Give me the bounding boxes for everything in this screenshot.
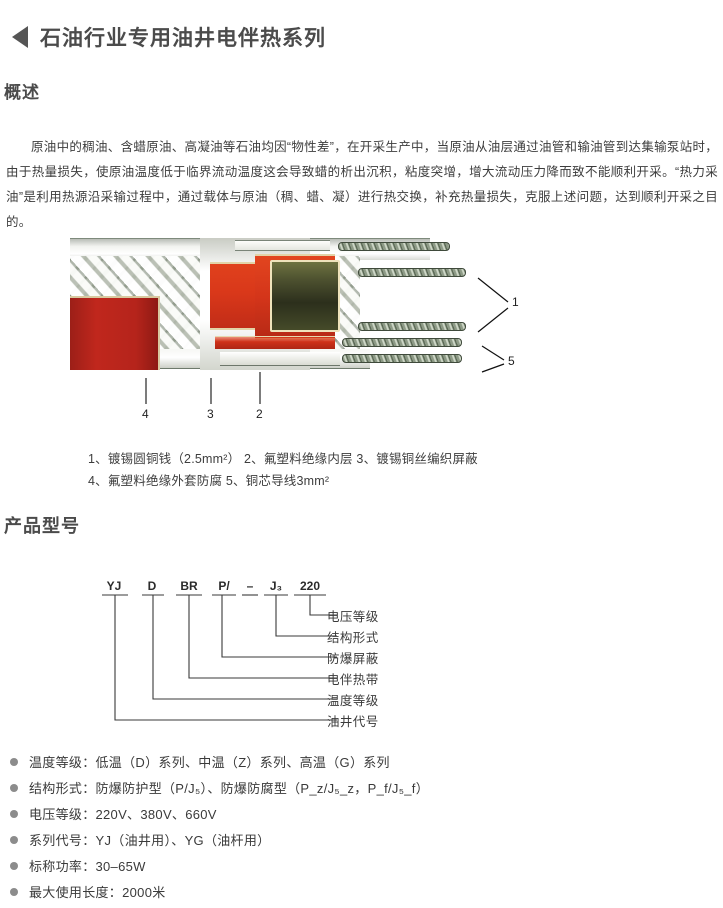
model-label-temperature-class: 温度等级 xyxy=(327,694,379,708)
model-label-well-code: 油井代号 xyxy=(327,715,379,729)
spec-item: 标称功率：30–65W xyxy=(10,854,710,880)
model-label-structure-type: 结构形式 xyxy=(327,631,379,645)
bullet-icon xyxy=(10,836,18,844)
spec-text-structure-type: 结构形式：防爆防护型（P/J₅）、防爆防腐型（P_z/J₅_z，P_f/J₅_f… xyxy=(29,781,430,796)
cable-conductor-wire xyxy=(358,268,466,277)
cable-callout-5: 5 xyxy=(508,354,515,368)
page-header: 石油行业专用油井电伴热系列 xyxy=(0,22,326,52)
cable-callout-4: 4 xyxy=(142,407,149,421)
cable-lower-white-strip xyxy=(220,352,340,366)
spec-text-series-code: 系列代号：YJ（油井用）、YG（油杆用） xyxy=(29,833,271,848)
model-label-voltage-class: 电压等级 xyxy=(327,610,379,624)
cable-lower-red-strip xyxy=(215,336,335,349)
model-label-heating-tape: 电伴热带 xyxy=(327,673,379,687)
overview-heading: 概述 xyxy=(4,83,40,102)
bullet-icon xyxy=(10,758,18,766)
cable-legend-line-1: 1、镀锡圆铜钱（2.5mm²） 2、氟塑料绝缘内层 3、镀锡铜丝编织屏蔽 xyxy=(88,452,478,466)
cable-ptc-core xyxy=(270,260,340,332)
spec-text-max-length: 最大使用长度：2000米 xyxy=(29,885,166,900)
cable-conductor-wire xyxy=(358,322,466,331)
spec-item: 系列代号：YJ（油井用）、YG（油杆用） xyxy=(10,828,710,854)
cable-conductor-wire xyxy=(338,242,450,251)
model-token-dash: – xyxy=(246,579,254,593)
cable-callout-3: 3 xyxy=(207,407,214,421)
model-token-p: P/ xyxy=(218,579,230,593)
spec-item: 电压等级：220V、380V、660V xyxy=(10,802,710,828)
cable-cross-section-figure: 1 5 4 3 2 xyxy=(0,232,723,432)
cable-conductor-wire xyxy=(342,338,462,347)
overview-paragraph: 原油中的稠油、含蜡原油、高凝油等石油均因“物性差”，在开采生产中，当原油从油层通… xyxy=(6,139,718,229)
cable-callout-1: 1 xyxy=(512,295,519,309)
model-token-yj: YJ xyxy=(106,579,122,593)
model-label-explosion-shield: 防爆屏蔽 xyxy=(327,652,379,666)
model-heading: 产品型号 xyxy=(4,516,80,536)
bullet-icon xyxy=(10,810,18,818)
cable-conductor-wire xyxy=(342,354,462,363)
spec-text-temperature-class: 温度等级：低温（D）系列、中温（Z）系列、高温（G）系列 xyxy=(29,755,390,770)
cable-upper-white-strip xyxy=(235,240,330,251)
model-code-diagram: YJ D BR P/ – J₃ 220 电压等级 结构形式 防爆屏蔽 电伴热带 … xyxy=(0,575,723,735)
cable-legend: 1、镀锡圆铜钱（2.5mm²） 2、氟塑料绝缘内层 3、镀锡铜丝编织屏蔽 4、氟… xyxy=(88,448,478,492)
spec-text-nominal-power: 标称功率：30–65W xyxy=(29,859,146,874)
bullet-icon xyxy=(10,888,18,896)
page-title: 石油行业专用油井电伴热系列 xyxy=(40,27,326,50)
cable-callout-2: 2 xyxy=(256,407,263,421)
model-token-j3: J₃ xyxy=(269,579,283,593)
cable-outer-red-insulation xyxy=(70,296,160,370)
bullet-icon xyxy=(10,862,18,870)
spec-item: 结构形式：防爆防护型（P/J₅）、防爆防腐型（P_z/J₅_z，P_f/J₅_f… xyxy=(10,776,710,802)
model-token-220: 220 xyxy=(299,579,321,593)
bullet-icon xyxy=(10,784,18,792)
cable-artwork xyxy=(70,232,490,377)
back-triangle-icon[interactable] xyxy=(12,26,28,48)
specification-list: 温度等级：低温（D）系列、中温（Z）系列、高温（G）系列 结构形式：防爆防护型（… xyxy=(10,750,710,906)
spec-text-voltage-class: 电压等级：220V、380V、660V xyxy=(29,807,217,822)
model-token-br: BR xyxy=(180,579,198,593)
spec-item: 温度等级：低温（D）系列、中温（Z）系列、高温（G）系列 xyxy=(10,750,710,776)
model-code-leader-lines xyxy=(102,594,337,721)
spec-item: 最大使用长度：2000米 xyxy=(10,880,710,906)
model-token-d: D xyxy=(147,579,157,593)
cable-legend-line-2: 4、氟塑料绝缘外套防腐 5、铜芯导线3mm² xyxy=(88,474,330,488)
